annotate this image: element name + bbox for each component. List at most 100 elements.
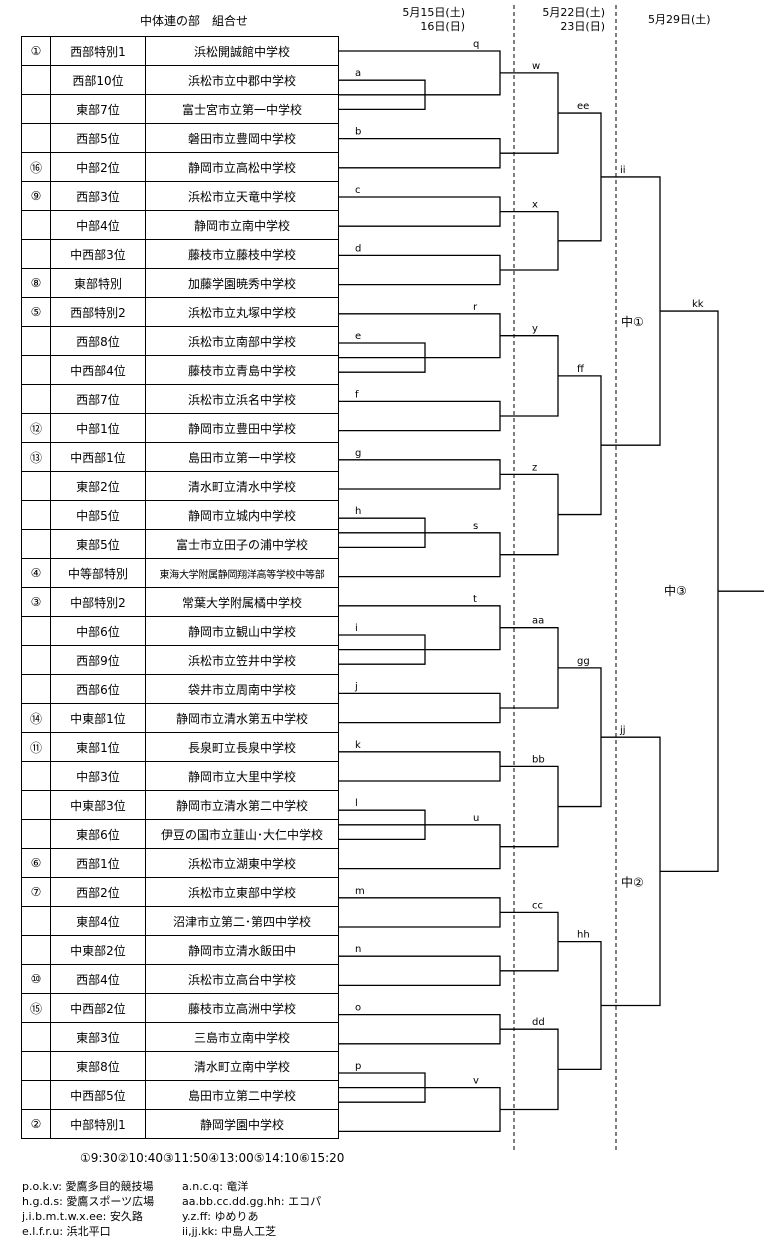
- match-label-i: i: [355, 623, 358, 634]
- team-row: 中西部4位藤枝市立青島中学校: [21, 355, 339, 385]
- match-label-h: h: [355, 506, 361, 517]
- match-label-jj: jj: [619, 725, 626, 736]
- qualifying-rank: 西部6位: [50, 674, 146, 704]
- match-label-k: k: [355, 740, 361, 751]
- seed-number: ⑯: [21, 152, 51, 182]
- match-label-ee: ee: [577, 101, 589, 112]
- match-ee-bracket: [558, 112, 602, 242]
- qualifying-rank: 西部10位: [50, 65, 146, 95]
- school-name: 富士市立田子の浦中学校: [145, 529, 339, 559]
- qualifying-rank: 西部8位: [50, 326, 146, 356]
- round1-date-a: 5月15日(土): [402, 6, 465, 19]
- school-name: 浜松市立高台中学校: [145, 964, 339, 994]
- school-name: 伊豆の国市立韮山･大仁中学校: [145, 819, 339, 849]
- school-name: 藤枝市立高洲中学校: [145, 993, 339, 1023]
- match-label-m: m: [355, 886, 365, 897]
- venue-item: p.o.k.v: 愛鷹多目的競技場: [22, 1180, 154, 1193]
- bracket-lines: [338, 50, 764, 1133]
- seed-number: ⑬: [21, 442, 51, 472]
- match-hh-bracket: [558, 940, 602, 1070]
- seed-number: [21, 1051, 51, 1081]
- match-jj-bracket: [601, 736, 661, 1007]
- seed-number: ⑮: [21, 993, 51, 1023]
- match-label-gg: gg: [577, 656, 590, 667]
- round1-date: 5月15日(土) 16日(日): [385, 6, 465, 34]
- match-ff-bracket: [558, 375, 602, 516]
- match-z-bracket: [500, 473, 559, 556]
- match-cc-bracket: [500, 911, 559, 972]
- school-name: 島田市立第二中学校: [145, 1080, 339, 1110]
- seed-number: ③: [21, 587, 51, 617]
- team-row: 中部3位静岡市立大里中学校: [21, 761, 339, 791]
- team-row: 西部6位袋井市立周南中学校: [21, 674, 339, 704]
- venue-item: aa.bb.cc.dd.gg.hh: エコパ: [182, 1195, 322, 1208]
- qualifying-rank: 東部3位: [50, 1022, 146, 1052]
- match-label-g: g: [355, 448, 361, 459]
- match-label-e: e: [355, 331, 361, 342]
- qualifying-rank: 東部5位: [50, 529, 146, 559]
- qualifying-rank: 西部5位: [50, 123, 146, 153]
- match-g-bracket: [338, 459, 501, 490]
- seed-number: [21, 326, 51, 356]
- match-o-bracket: [338, 1013, 501, 1045]
- venue-item: ii,jj.kk: 中島人工芝: [182, 1225, 277, 1238]
- team-row: 東部3位三島市立南中学校: [21, 1022, 339, 1052]
- school-name: 三島市立南中学校: [145, 1022, 339, 1052]
- team-row: 中東部2位静岡市立清水飯田中: [21, 935, 339, 965]
- match-label-q: q: [473, 39, 479, 50]
- match-b-bracket: [338, 137, 501, 169]
- match-label-d: d: [355, 243, 361, 254]
- qualifying-rank: 中東部1位: [50, 703, 146, 733]
- match-d-bracket: [338, 254, 501, 286]
- match-times: ①9:30②10:40③11:50④13:00⑤14:10⑥15:20: [80, 1151, 345, 1165]
- match-u-bracket: [338, 824, 501, 870]
- match-label-s: s: [473, 521, 478, 532]
- seed-number: ⑤: [21, 297, 51, 327]
- match-label-a: a: [355, 68, 361, 79]
- match-label-bb: bb: [532, 754, 545, 765]
- match-label-hh: hh: [577, 930, 590, 941]
- round2-date: 5月22日(土) 23日(日): [525, 6, 605, 34]
- school-name: 浜松市立東部中学校: [145, 877, 339, 907]
- school-name: 静岡学園中学校: [145, 1109, 339, 1139]
- qualifying-rank: 中東部2位: [50, 935, 146, 965]
- match-y-bracket: [500, 335, 559, 417]
- qualifying-rank: 中部5位: [50, 500, 146, 530]
- match-label-f: f: [355, 389, 359, 400]
- team-row: 東部7位富士宮市立第一中学校: [21, 94, 339, 124]
- match-ii-bracket: [601, 176, 661, 446]
- school-name: 藤枝市立青島中学校: [145, 355, 339, 385]
- venue-item: j.i.b.m.t.w.x.ee: 安久路: [22, 1210, 143, 1223]
- school-name: 浜松市立浜名中学校: [145, 384, 339, 414]
- qualifying-rank: 中部6位: [50, 616, 146, 646]
- match-gg-bracket: [558, 667, 602, 808]
- seed-number: ⑥: [21, 848, 51, 878]
- team-row: 西部9位浜松市立笠井中学校: [21, 645, 339, 675]
- qualifying-rank: 中部4位: [50, 210, 146, 240]
- qualifying-rank: 西部2位: [50, 877, 146, 907]
- school-name: 静岡市立南中学校: [145, 210, 339, 240]
- venue-col-1: p.o.k.v: 愛鷹多目的競技場 h.g.d.s: 愛鷹スポーツ広場 j.i.…: [22, 1179, 154, 1239]
- qualifying-rank: 中西部1位: [50, 442, 146, 472]
- seed-number: [21, 1022, 51, 1052]
- qualifying-rank: 中部1位: [50, 413, 146, 443]
- match-label-u: u: [473, 813, 479, 824]
- seed-number: ①: [21, 36, 51, 66]
- match-label-z: z: [532, 462, 537, 473]
- qualifying-rank: 中部特別2: [50, 587, 146, 617]
- seed-number: [21, 65, 51, 95]
- qualifying-rank: 西部9位: [50, 645, 146, 675]
- seed-number: [21, 761, 51, 791]
- match-label-y: y: [532, 324, 538, 335]
- bracket-labels: aqbwcdxeeerfyghszffiiitjaaklubbggmnccopv…: [354, 39, 704, 1087]
- page-title: 中体連の部 組合せ: [140, 14, 249, 28]
- match-label-r: r: [473, 302, 478, 313]
